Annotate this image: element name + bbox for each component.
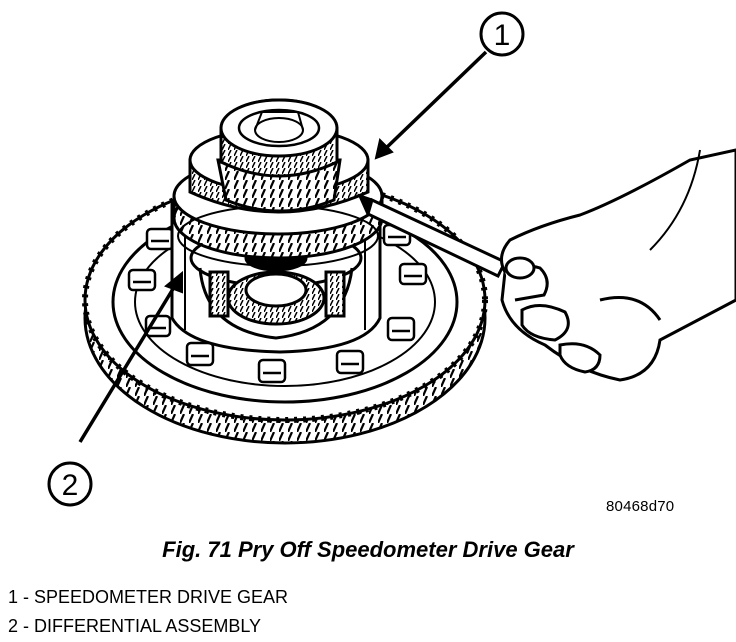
svg-text:2: 2 — [62, 469, 79, 502]
pry-tool — [357, 193, 508, 278]
legend-item-1: 1 - SPEEDOMETER DRIVE GEAR — [8, 587, 289, 607]
figure-caption: Fig. 71 Pry Off Speedometer Drive Gear — [162, 537, 574, 562]
legend: 1 - SPEEDOMETER DRIVE GEAR 2 - DIFFERENT… — [8, 583, 288, 641]
ring-gear-bolts — [127, 223, 428, 384]
side-bearing — [188, 98, 370, 214]
figure-id: 80468d70 — [606, 498, 675, 515]
svg-text:1: 1 — [494, 19, 511, 52]
hand — [499, 148, 736, 382]
differential-illustration: 1 2 — [47, 11, 736, 507]
legend-item-2: 2 - DIFFERENTIAL ASSEMBLY — [8, 616, 262, 636]
callout-1: 1 — [374, 11, 525, 160]
callout-2: 2 — [47, 270, 183, 507]
